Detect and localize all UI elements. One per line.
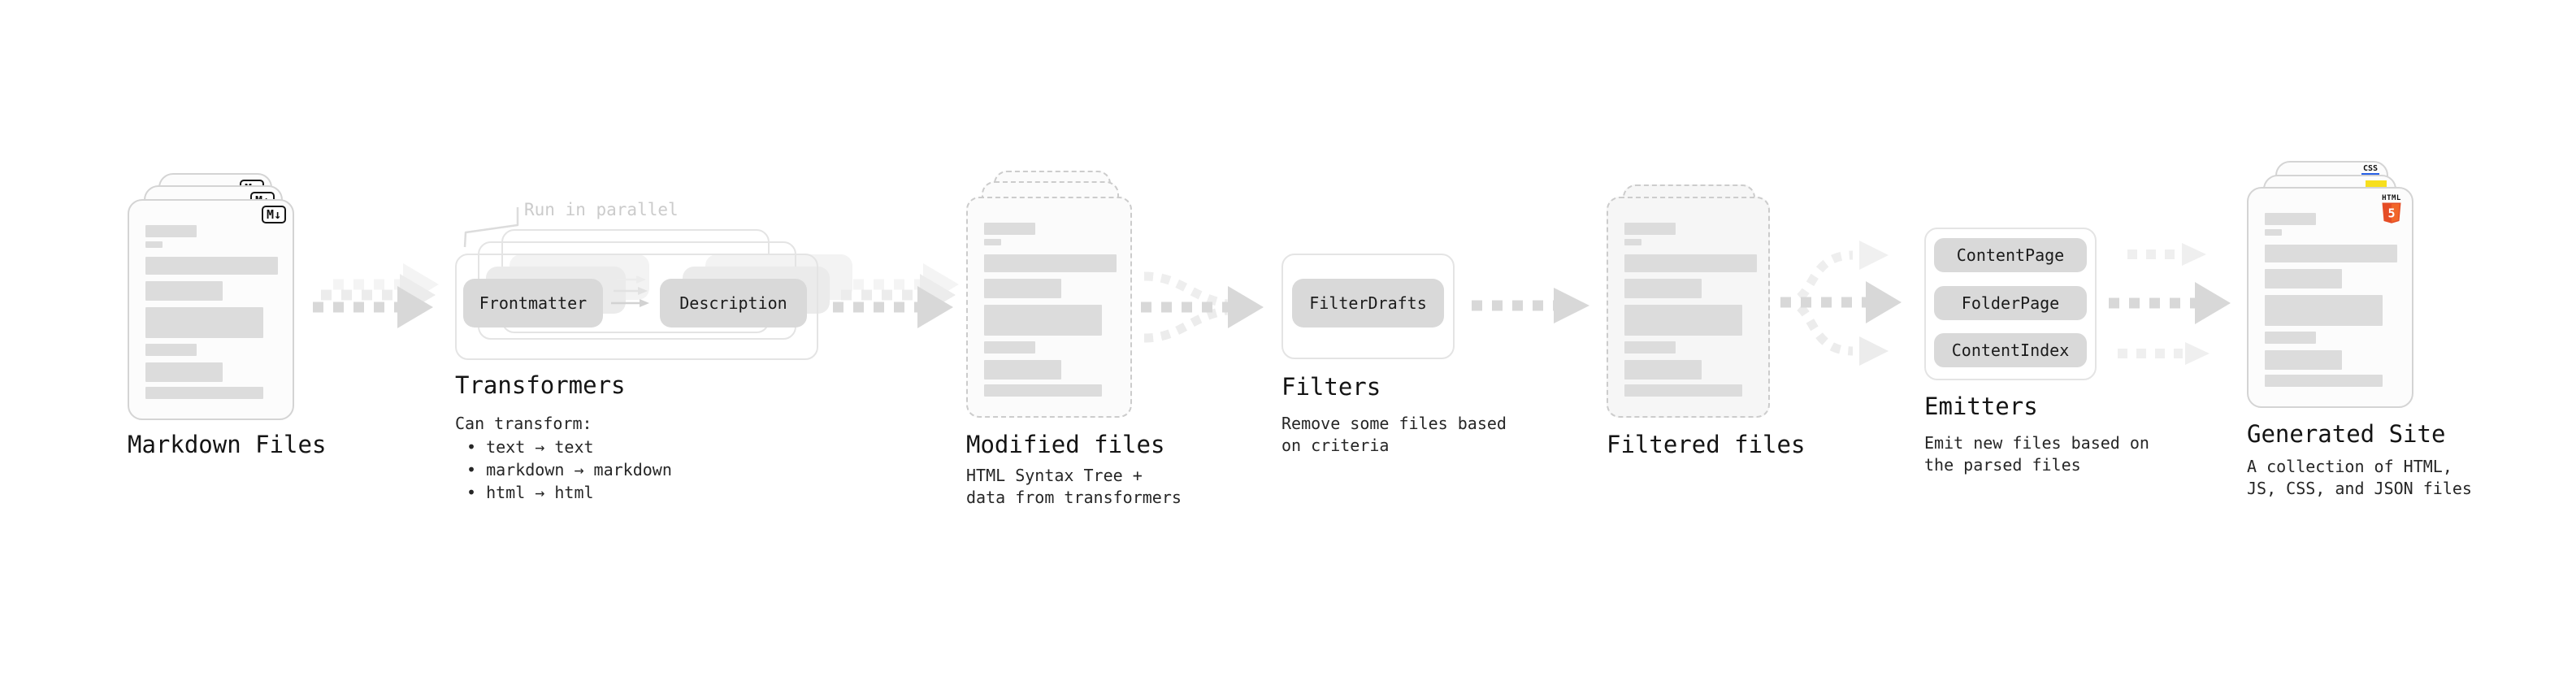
html5-icon: HTML 5 — [2381, 194, 2402, 227]
description-line: HTML Syntax Tree + — [966, 466, 1143, 485]
flow-arrow-modified-to-filters — [1141, 271, 1264, 343]
content-bar — [145, 257, 278, 275]
description-line: A collection of HTML, — [2247, 457, 2452, 476]
flow-arrow-filtered-to-emitters — [1780, 241, 1902, 366]
emitters-description: Emit new files based on the parsed files — [1924, 432, 2149, 476]
content-bar — [2265, 245, 2397, 262]
description-line: data from transformers — [966, 488, 1182, 507]
content-bar — [145, 344, 197, 356]
stage-label-modified-files: Modified files — [966, 431, 1165, 458]
description-line: the parsed files — [1924, 455, 2081, 475]
content-bar — [1624, 341, 1676, 354]
html5-shield: 5 — [2382, 202, 2401, 223]
content-bar — [984, 254, 1117, 272]
content-bar — [2265, 332, 2316, 344]
filtered-file-card-front — [1607, 197, 1770, 418]
content-bar — [1624, 239, 1641, 245]
description-line: on criteria — [1281, 436, 1390, 455]
file-content-lines — [145, 225, 278, 399]
content-bar — [2265, 269, 2342, 288]
markdown-file-card-front: M↓ — [128, 199, 294, 420]
file-content-lines — [2265, 213, 2397, 387]
stage-label-generated-site: Generated Site — [2247, 420, 2446, 448]
content-bar — [1624, 384, 1742, 397]
content-bar — [2265, 213, 2316, 225]
bullet-item: • markdown → markdown — [466, 460, 672, 479]
content-bar — [2265, 350, 2342, 370]
transformers-bullet-list: • text → text • markdown → markdown • ht… — [455, 436, 672, 504]
html5-icon-word: HTML — [2382, 194, 2401, 202]
markdown-icon: M↓ — [261, 206, 286, 223]
content-bar — [2265, 229, 2282, 236]
description-line: Emit new files based on — [1924, 433, 2149, 453]
content-bar — [984, 360, 1061, 380]
file-content-lines — [1624, 223, 1757, 397]
content-bar — [984, 223, 1035, 235]
emitter-node-folderpage: FolderPage — [1934, 286, 2087, 320]
content-bar — [145, 307, 263, 338]
file-content-lines — [984, 223, 1117, 397]
content-bar — [145, 281, 223, 301]
content-bar — [2265, 375, 2383, 387]
filters-description: Remove some files based on criteria — [1281, 413, 1507, 457]
content-bar — [1624, 279, 1702, 298]
stage-label-markdown-files: Markdown Files — [128, 431, 327, 458]
css-icon-label: CSS — [2362, 164, 2379, 173]
filter-node-filterdrafts: FilterDrafts — [1292, 279, 1444, 327]
html5-number: 5 — [2387, 206, 2395, 221]
content-bar — [1624, 254, 1757, 272]
content-bar — [984, 279, 1061, 298]
content-bar — [145, 362, 223, 382]
transformer-node-description: Description — [660, 279, 807, 327]
content-bar — [145, 387, 263, 399]
flow-arrow-emitters-to-generated — [2109, 243, 2231, 365]
annotation-callout-line — [463, 207, 519, 248]
flow-arrow-transformers-to-modified — [833, 263, 959, 328]
generated-html-file-card: HTML 5 — [2247, 187, 2413, 408]
flow-arrow-markdown-to-transformers — [313, 263, 439, 328]
transformers-description: Can transform: — [455, 414, 592, 433]
content-bar — [984, 341, 1035, 354]
description-line: JS, CSS, and JSON files — [2247, 479, 2472, 498]
content-bar — [2265, 295, 2383, 326]
content-bar — [1624, 305, 1742, 336]
content-bar — [145, 241, 163, 248]
parallel-arrows-icon — [611, 275, 649, 307]
content-bar — [984, 384, 1102, 397]
content-bar — [984, 305, 1102, 336]
generated-site-description: A collection of HTML, JS, CSS, and JSON … — [2247, 456, 2472, 500]
transformer-frame-front — [455, 254, 818, 360]
emitter-node-contentindex: ContentIndex — [1934, 333, 2087, 367]
modified-file-card-front — [966, 197, 1132, 418]
run-in-parallel-annotation: Run in parallel — [524, 200, 679, 219]
description-line: Remove some files based — [1281, 414, 1507, 433]
stage-label-filters: Filters — [1281, 373, 1381, 401]
flow-arrow-filters-to-filtered — [1472, 288, 1589, 323]
bullet-item: • text → text — [466, 437, 594, 457]
content-bar — [984, 239, 1001, 245]
stage-label-emitters: Emitters — [1924, 393, 2038, 420]
transformer-node-frontmatter: Frontmatter — [463, 279, 603, 327]
content-bar — [1624, 223, 1676, 235]
modified-files-description: HTML Syntax Tree + data from transformer… — [966, 465, 1182, 509]
stage-label-transformers: Transformers — [455, 371, 626, 399]
emitter-node-contentpage: ContentPage — [1934, 238, 2087, 272]
content-bar — [145, 225, 197, 237]
content-bar — [1624, 360, 1702, 380]
stage-label-filtered-files: Filtered files — [1607, 431, 1806, 458]
bullet-item: • html → html — [466, 483, 594, 502]
